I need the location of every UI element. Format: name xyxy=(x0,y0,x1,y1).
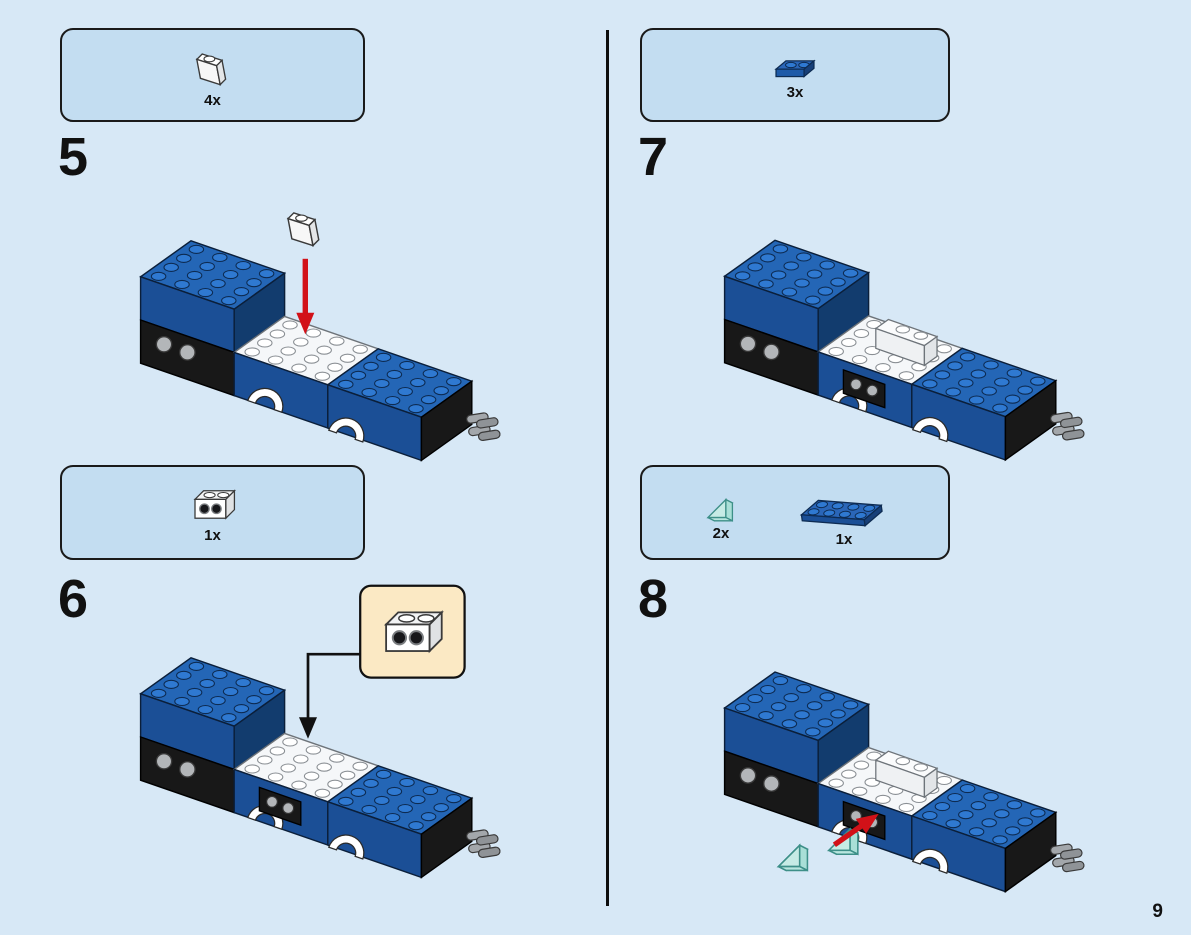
part-entry: 1x xyxy=(797,478,891,547)
step-5-number: 5 xyxy=(58,127,89,187)
parts-box-step-8: 2x 1x xyxy=(640,465,950,560)
part-count: 1x xyxy=(204,527,221,544)
step-8-number: 8 xyxy=(638,569,669,629)
part-entry: 1x xyxy=(183,482,243,543)
blue-plate-2x4-icon xyxy=(794,472,894,538)
floating-trans-slope-part-1 xyxy=(777,844,809,872)
black-leader-arrow-icon xyxy=(299,652,361,739)
red-arrow-up-right-icon xyxy=(832,813,879,848)
red-arrow-down-icon xyxy=(296,258,315,335)
part-entry: 4x xyxy=(186,43,240,108)
step-6-illustration xyxy=(139,584,502,879)
page-number: 9 xyxy=(1152,901,1163,922)
callout-box xyxy=(359,584,466,679)
white-brick-1x2-holes-icon xyxy=(183,482,243,527)
step-5-illustration xyxy=(139,212,502,462)
step-7-illustration xyxy=(723,239,1086,461)
trans-light-blue-slope-icon xyxy=(699,484,743,525)
part-count: 1x xyxy=(835,531,853,548)
callout-white-brick-1x2-holes-icon xyxy=(385,611,443,653)
column-divider xyxy=(606,30,609,906)
part-count: 4x xyxy=(204,91,221,109)
blue-plate-1x2-icon xyxy=(766,51,824,84)
parts-box-step-5: 4x xyxy=(60,28,365,122)
parts-box-step-7: 3x xyxy=(640,28,950,122)
floating-white-slope-part xyxy=(287,212,320,247)
part-entry: 2x xyxy=(699,484,743,541)
part-count: 2x xyxy=(712,525,730,542)
step-8-illustration xyxy=(723,671,1086,893)
step-6-number: 6 xyxy=(58,569,89,629)
parts-box-step-6: 1x xyxy=(60,465,365,560)
white-slope-1x1-icon xyxy=(186,43,240,92)
part-count: 3x xyxy=(786,83,804,101)
step-7-number: 7 xyxy=(638,127,669,187)
part-entry: 3x xyxy=(766,51,824,100)
